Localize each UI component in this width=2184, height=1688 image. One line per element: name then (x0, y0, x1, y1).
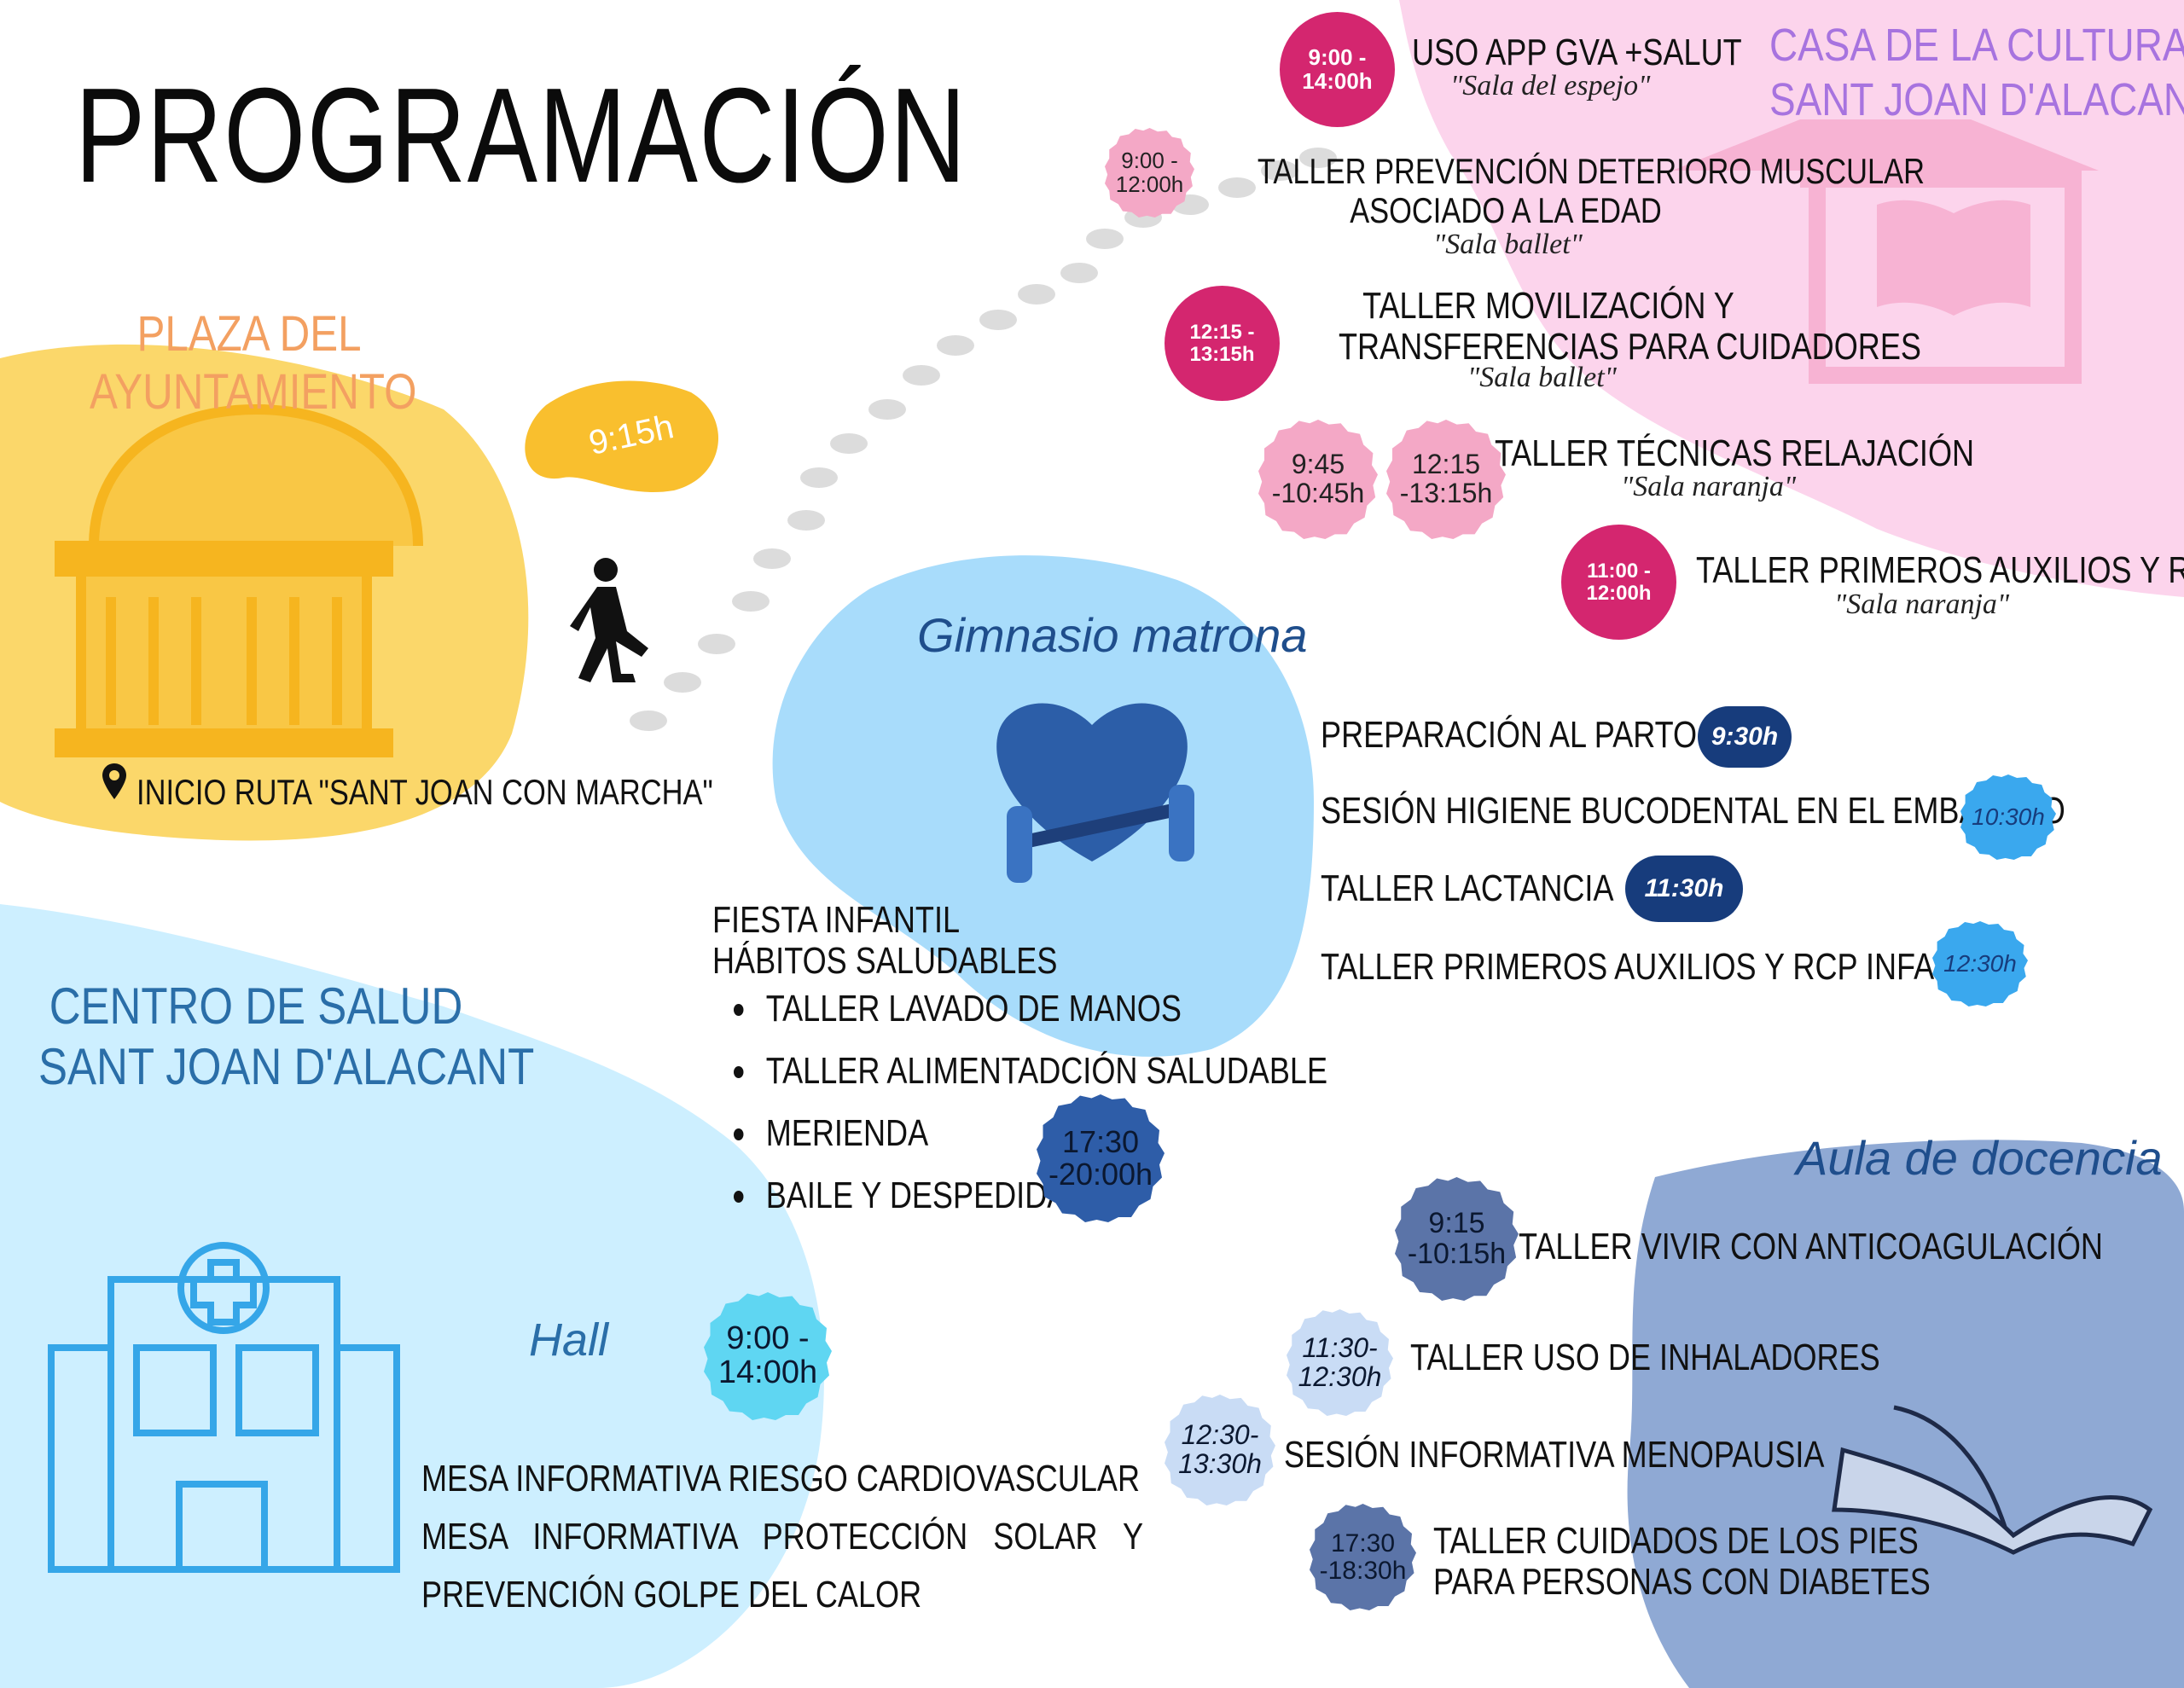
centro-title-line2: SANT JOAN D'ALACANT (38, 1037, 535, 1095)
time-badge: 9:30h (1698, 706, 1792, 768)
centro-title: CENTRO DE SALUD SANT JOAN D'ALACANT (38, 977, 535, 1098)
event-room: "Sala ballet" (1433, 229, 1583, 260)
time-badge: 11:30h (1625, 856, 1743, 922)
fiesta-title-line1: FIESTA INFANTIL (712, 899, 961, 941)
event-title: TALLER PRIMEROS AUXILIOS Y RCP (1696, 549, 2184, 591)
location-pin-icon (102, 763, 126, 799)
list-item: TALLER ALIMENTADCIÓN SALUDABLE (734, 1047, 1327, 1094)
heart-dumbbell-icon (996, 703, 1194, 883)
event-title-line1: TALLER CUIDADOS DE LOS PIES (1433, 1520, 1919, 1562)
time-badge: 12:30h (1932, 921, 2028, 1006)
event-title: TALLER LACTANCIA (1321, 867, 1614, 909)
event-title-line2: TRANSFERENCIAS PARA CUIDADORES (1339, 326, 1921, 368)
casa-title-line1: CASA DE LA CULTURA (1769, 20, 2184, 71)
list-item-label: TALLER LAVADO DE MANOS (765, 988, 1182, 1030)
event-title-line2: ASOCIADO A LA EDAD (1350, 190, 1662, 231)
hall-title: Hall (529, 1314, 609, 1366)
event-room: "Sala naranja" (1834, 589, 2010, 620)
time-badge: 17:30 -20:00h (1037, 1094, 1165, 1222)
event-room: "Sala del espejo" (1450, 70, 1651, 102)
event-title: TALLER USO DE INHALADORES (1410, 1337, 1880, 1378)
event-title: TALLER PRIMEROS AUXILIOS Y RCP INFANTIL (1321, 946, 2001, 988)
gimnasio-title: Gimnasio matrona (917, 608, 1308, 662)
event-title-line1: TALLER PREVENCIÓN DETERIORO MUSCULAR (1257, 151, 1925, 191)
time-badge: 9:00 - 12:00h (1105, 128, 1194, 218)
event-title: TALLER VIVIR CON ANTICOAGULACIÓN (1519, 1226, 2103, 1267)
route-label: INICIO RUTA "SANT JOAN CON MARCHA" (136, 772, 713, 812)
casa-title-line2: SANT JOAN D'ALACANT (1769, 73, 2184, 125)
footsteps-icon (630, 148, 1337, 731)
event-title: TALLER PREVENCIÓN DETERIORO MUSCULAR ASO… (1257, 151, 1925, 231)
culture-house-icon (1672, 119, 2099, 384)
event-title: PREPARACIÓN AL PARTO (1321, 714, 1698, 756)
bullet-icon (734, 1128, 744, 1140)
bullet-icon (734, 1066, 744, 1078)
list-item-label: TALLER ALIMENTADCIÓN SALUDABLE (765, 1050, 1328, 1092)
page-title: PROGRAMACIÓN (75, 61, 967, 211)
aula-title: Aula de docencia (1796, 1131, 2163, 1185)
event-title-line1: TALLER MOVILIZACIÓN Y (1362, 285, 1734, 327)
time-badge: 9:15 -10:15h (1395, 1177, 1519, 1301)
list-item: BAILE Y DESPEDIDA (734, 1172, 1327, 1219)
plaza-title-line1: PLAZA DEL (136, 306, 362, 362)
time-badge: 11:30- 12:30h (1287, 1309, 1393, 1416)
time-badge: 12:15 -13:15h (1386, 420, 1506, 539)
event-title: USO APP GVA +SALUT (1412, 32, 1742, 73)
bullet-icon (734, 1191, 744, 1203)
event-room: "Sala ballet" (1467, 362, 1617, 393)
hall-event-line2: MESA INFORMATIVA PROTECCIÓN SOLAR Y (421, 1516, 1144, 1558)
fiesta-title: FIESTA INFANTIL HÁBITOS SALUDABLES (712, 899, 1058, 983)
hall-event-line3: PREVENCIÓN GOLPE DEL CALOR (421, 1574, 922, 1616)
aula-blob (1627, 1140, 2184, 1688)
plaza-title: PLAZA DEL AYUNTAMIENTO (90, 305, 417, 422)
event-title: TALLER MOVILIZACIÓN Y TRANSFERENCIAS PAR… (1339, 285, 1921, 368)
walking-person-icon (570, 558, 648, 682)
time-badge: 10:30h (1960, 774, 2056, 860)
event-title: TALLER TÉCNICAS RELAJACIÓN (1495, 432, 1975, 474)
fiesta-list: TALLER LAVADO DE MANOS TALLER ALIMENTADC… (734, 985, 1327, 1234)
hall-events: MESA INFORMATIVA RIESGO CARDIOVASCULAR M… (421, 1450, 1143, 1625)
centro-title-line1: CENTRO DE SALUD (49, 977, 463, 1035)
casa-title: CASA DE LA CULTURA SANT JOAN D'ALACANT (1769, 19, 2184, 127)
event-room: "Sala naranja" (1621, 471, 1797, 502)
time-badge: 17:30 -18:30h (1310, 1504, 1416, 1610)
centro-blob (0, 904, 824, 1688)
event-title: TALLER CUIDADOS DE LOS PIES PARA PERSONA… (1433, 1520, 1931, 1604)
plaza-time-blob (525, 380, 719, 493)
list-item: MERIENDA (734, 1110, 1327, 1157)
bullet-icon (734, 1004, 744, 1016)
list-item: TALLER LAVADO DE MANOS (734, 985, 1327, 1032)
time-badge: 9:45 -10:45h (1258, 420, 1378, 539)
time-badge: 11:00 - 12:00h (1561, 525, 1676, 640)
time-badge: 9:00 - 14:00h (1280, 12, 1395, 127)
event-title: SESIÓN HIGIENE BUCODENTAL EN EL EMBARAZO (1321, 790, 2065, 832)
event-title-line2: PARA PERSONAS CON DIABETES (1433, 1561, 1931, 1604)
time-badge: 12:30- 13:30h (1165, 1395, 1275, 1505)
list-item-label: MERIENDA (765, 1112, 929, 1154)
time-badge: 9:00 - 14:00h (704, 1292, 832, 1420)
hospital-icon (48, 1242, 400, 1573)
plaza-title-line2: AYUNTAMIENTO (90, 364, 417, 421)
open-book-icon (1832, 1405, 2153, 1555)
fiesta-title-line2: HÁBITOS SALUDABLES (712, 940, 1058, 983)
list-item-label: BAILE Y DESPEDIDA (765, 1175, 1068, 1216)
event-title: SESIÓN INFORMATIVA MENOPAUSIA (1284, 1434, 1825, 1476)
hall-event-line1: MESA INFORMATIVA RIESGO CARDIOVASCULAR (421, 1458, 1141, 1499)
time-badge: 12:15 - 13:15h (1165, 286, 1280, 401)
town-hall-icon (55, 403, 423, 757)
